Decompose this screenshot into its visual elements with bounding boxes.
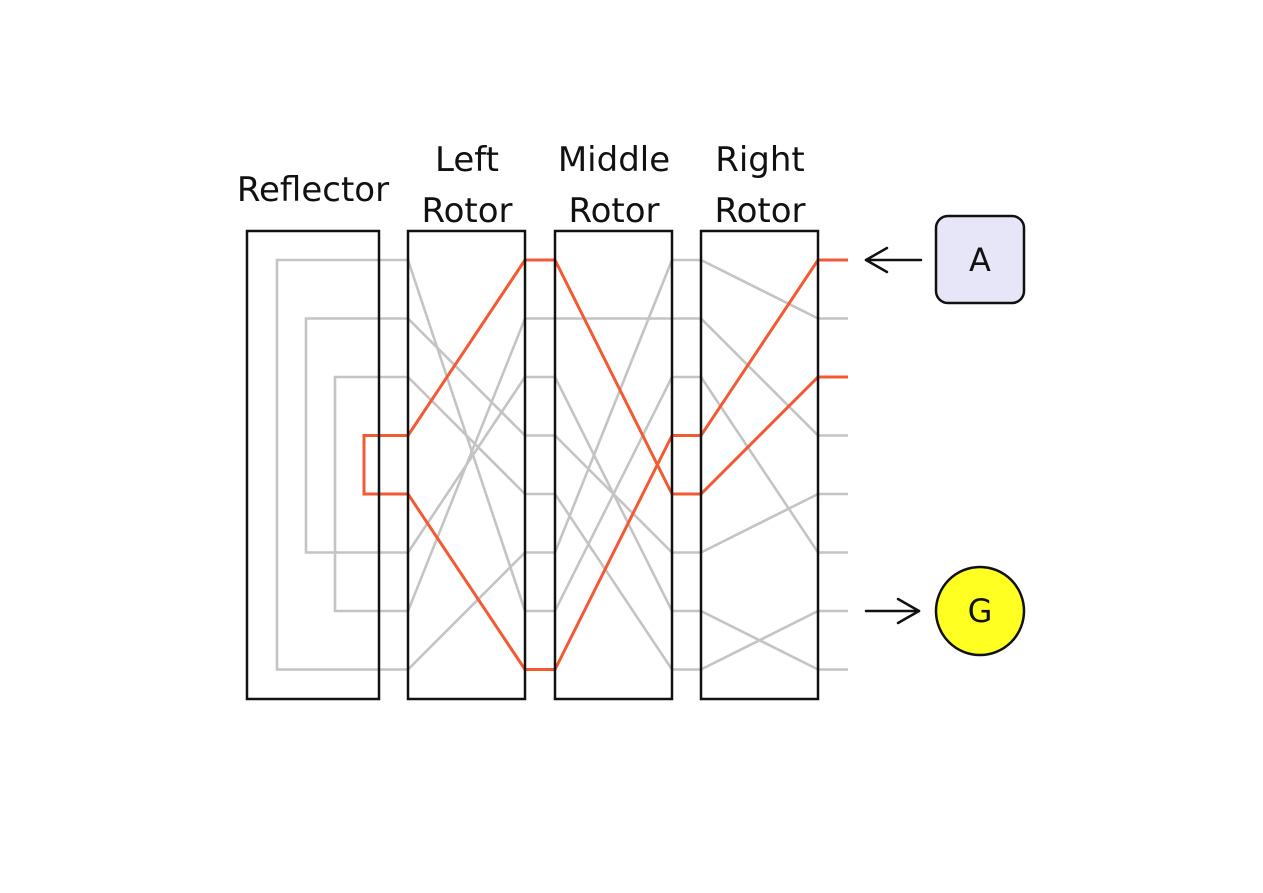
right-rotor-wire-2 bbox=[671, 375, 848, 496]
input-key-label: A bbox=[969, 241, 991, 279]
left-rotor-wire-2 bbox=[406, 376, 527, 554]
middle-rotor-wire-0 bbox=[525, 259, 674, 554]
right-rotor-wire-1 bbox=[671, 258, 848, 320]
right-rotor-wire-5 bbox=[671, 375, 848, 554]
middle-rotor-label-line1: Middle bbox=[558, 140, 670, 180]
right-rotor-label-line2: Rotor bbox=[714, 191, 805, 231]
middle-rotor-box bbox=[553, 229, 674, 701]
reflector-wire-2-6 bbox=[333, 375, 408, 613]
middle-rotor-label-line2: Rotor bbox=[568, 191, 659, 231]
right-rotor-wire-0 bbox=[671, 258, 848, 437]
input-arrowhead bbox=[864, 246, 889, 274]
active-signal-path bbox=[362, 258, 848, 671]
left-rotor-wire-7 bbox=[406, 493, 527, 671]
reflector-wire-0-7 bbox=[275, 258, 408, 671]
right-rotor-wire-7 bbox=[671, 609, 848, 671]
left-rotor-wire-5 bbox=[407, 551, 526, 671]
left-rotor-label-line1: Left bbox=[435, 140, 499, 180]
left-rotor-box bbox=[406, 229, 527, 701]
left-rotor-wire-6 bbox=[406, 259, 527, 612]
output-arrowhead bbox=[896, 597, 921, 625]
reflector-label: Reflector bbox=[237, 170, 389, 210]
right-rotor-label-line1: Right bbox=[715, 140, 805, 180]
right-rotor-box bbox=[699, 229, 820, 701]
right-rotor-wire-4 bbox=[671, 492, 848, 554]
output-lamp-label: G bbox=[968, 592, 993, 630]
left-rotor-wire-3 bbox=[407, 317, 526, 437]
reflector-wire-3-4 bbox=[362, 434, 408, 496]
output-lamp bbox=[934, 565, 1026, 657]
input-key[interactable] bbox=[934, 214, 1026, 305]
reflector-wire-1-5 bbox=[304, 317, 408, 554]
left-rotor-wire-0 bbox=[406, 259, 527, 437]
left-rotor-label-line2: Rotor bbox=[421, 191, 512, 231]
right-rotor-wire-3 bbox=[671, 317, 848, 437]
reflector-box bbox=[245, 229, 381, 701]
